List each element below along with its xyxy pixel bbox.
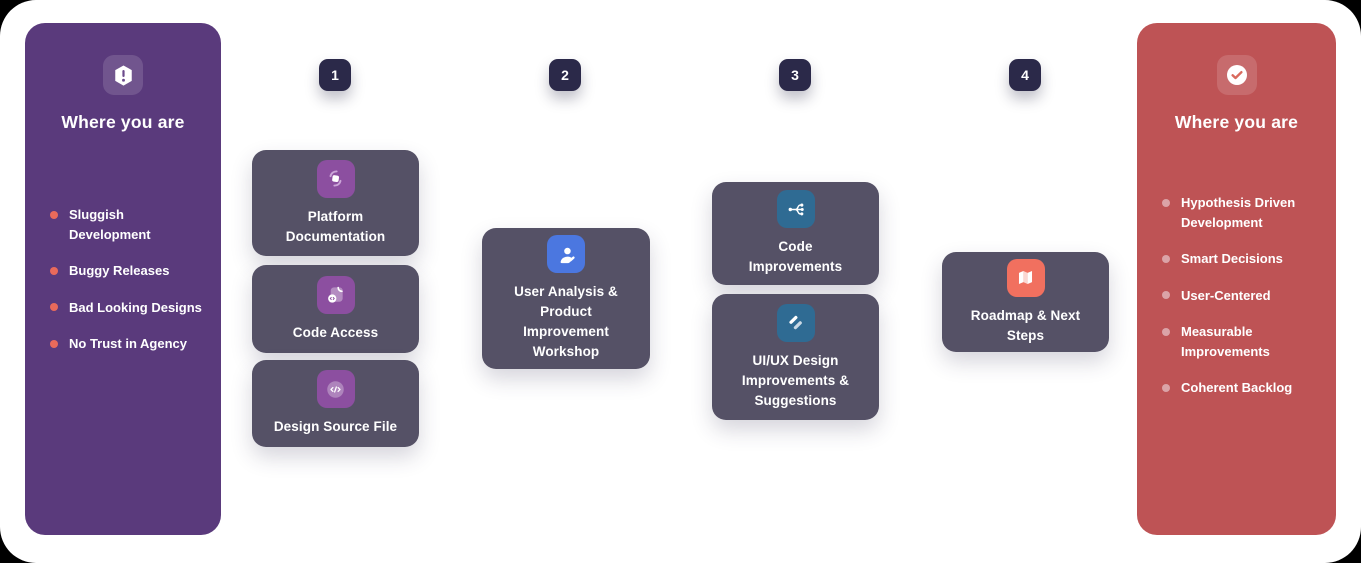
panel-title: Where you are (1174, 112, 1299, 132)
list-item: Buggy Releases (50, 261, 205, 281)
where-you-are-right-panel: Where you are Hypothesis Driven Developm… (1137, 23, 1336, 535)
bullet-dot (50, 339, 58, 348)
card-code-access: Code Access (252, 265, 419, 353)
card-label: Code Access (292, 324, 379, 340)
card-label: User Analysis & Product Improvement Work… (514, 284, 618, 359)
list-item: Hypothesis Driven Development (1162, 193, 1320, 232)
code-file-icon (316, 275, 355, 314)
list-item-label: User-Centered (1181, 287, 1271, 303)
sync-square-icon (316, 159, 355, 198)
list-item: Measurable Improvements (1162, 322, 1320, 361)
diagonal-strokes-icon (776, 303, 815, 342)
list-item-label: Measurable Improvements (1181, 324, 1270, 359)
bullet-dot (50, 266, 58, 275)
list-item-label: Sluggish Development (69, 207, 151, 242)
step-badge-1: 1 (319, 59, 351, 91)
pain-points-list: Sluggish Development Buggy Releases Bad … (25, 205, 221, 354)
list-item: Sluggish Development (50, 205, 205, 244)
step-badge-4: 4 (1009, 59, 1041, 91)
card-platform-documentation: Platform Documentation (252, 150, 419, 256)
list-item: Bad Looking Designs (50, 298, 205, 318)
code-circle-icon (316, 370, 355, 408)
step-number: 2 (561, 67, 569, 83)
step-number: 3 (791, 67, 799, 83)
card-design-source-file: Design Source File (252, 360, 419, 447)
step-number: 4 (1021, 67, 1029, 83)
list-item-label: Buggy Releases (69, 263, 170, 278)
list-item-label: Hypothesis Driven Development (1181, 195, 1296, 230)
bullet-dot (1162, 383, 1170, 392)
card-uiux-design-improvements: UI/UX Design Improvements & Suggestions (712, 294, 879, 420)
list-item: Smart Decisions (1162, 249, 1320, 269)
card-code-improvements: Code Improvements (712, 182, 879, 285)
card-label: UI/UX Design Improvements & Suggestions (741, 352, 850, 408)
list-item-label: Coherent Backlog (1181, 380, 1293, 395)
bullet-dot (1162, 327, 1170, 336)
card-label: Design Source File (273, 419, 398, 434)
card-label: Platform Documentation (285, 208, 386, 244)
list-item: User-Centered (1162, 286, 1320, 306)
list-item-label: No Trust in Agency (69, 336, 187, 351)
bullet-dot (1162, 254, 1170, 263)
list-item-label: Bad Looking Designs (69, 299, 202, 315)
outcomes-list: Hypothesis Driven Development Smart Deci… (1137, 193, 1336, 398)
alert-hexagon-icon (103, 55, 143, 95)
step-number: 1 (331, 67, 339, 83)
folded-map-icon (1006, 258, 1045, 297)
bullet-dot (1162, 291, 1170, 299)
where-you-are-left-panel: Where you are Sluggish Development Buggy… (25, 23, 221, 535)
list-item: Coherent Backlog (1162, 378, 1320, 398)
list-item: No Trust in Agency (50, 334, 205, 354)
bullet-dot (50, 210, 58, 219)
card-label: Code Improvements (748, 239, 843, 274)
bullet-dot (1162, 198, 1170, 207)
bullet-dot (50, 303, 58, 311)
step-badge-2: 2 (549, 59, 581, 91)
list-item-label: Smart Decisions (1181, 251, 1283, 266)
check-circle-icon (1216, 55, 1257, 95)
flow-branch-icon (776, 190, 815, 228)
card-roadmap-next-steps: Roadmap & Next Steps (942, 252, 1109, 352)
card-label: Roadmap & Next Steps (970, 307, 1081, 343)
panel-title: Where you are (61, 112, 185, 132)
card-user-analysis-workshop: User Analysis & Product Improvement Work… (482, 228, 650, 369)
step-badge-3: 3 (779, 59, 811, 91)
user-edit-icon (547, 235, 585, 273)
